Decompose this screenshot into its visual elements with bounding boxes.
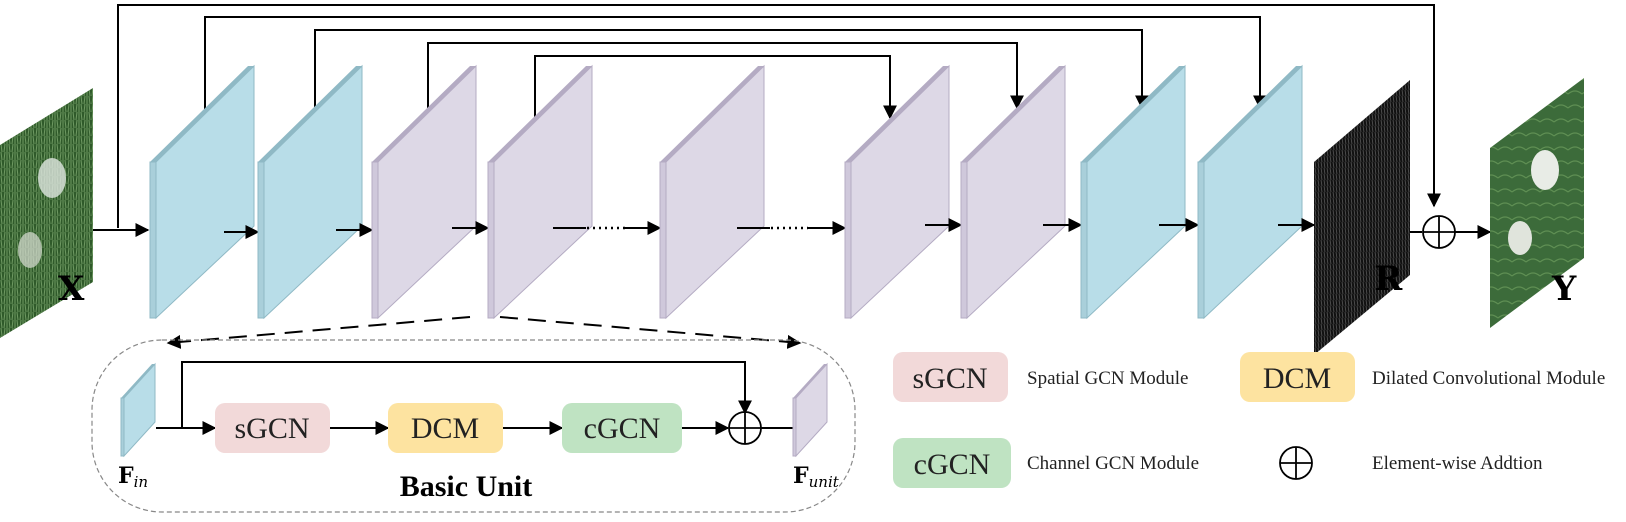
legend-dcm-box	[1240, 352, 1355, 402]
layer-2	[257, 64, 363, 320]
skip-level-2	[314, 29, 1149, 110]
unit-add-icon	[728, 411, 762, 445]
unit-input-label: Fin	[118, 463, 148, 491]
dcm-module-box	[388, 403, 503, 453]
output-image	[1490, 78, 1584, 328]
unit-output-layer	[792, 362, 828, 458]
cgcn-module-label: cGCN	[584, 412, 661, 445]
layer-9	[1197, 64, 1303, 320]
skip-level-1	[204, 16, 1267, 110]
legend-cgcn-box	[893, 438, 1011, 488]
legend-add-text: Element-wise Addtion	[1372, 453, 1543, 474]
legend: sGCN Spatial GCN Module DCM Dilated Conv…	[893, 352, 1605, 488]
layer-6	[844, 64, 950, 320]
layer-4	[487, 64, 593, 320]
layer-8	[1080, 64, 1186, 320]
skip-global	[117, 4, 1441, 228]
input-image	[0, 88, 93, 338]
legend-dcm-text: Dilated Convolutional Module	[1372, 368, 1605, 389]
sgcn-module-box	[215, 403, 330, 453]
unit-input-layer	[120, 362, 156, 458]
layer-7	[960, 64, 1066, 320]
skip-connections	[117, 4, 1441, 228]
cgcn-module-box	[562, 403, 682, 453]
layer-5	[659, 64, 765, 320]
element-wise-add-icon	[1422, 215, 1456, 249]
basic-unit-box	[91, 339, 856, 513]
legend-cgcn-text: Channel GCN Module	[1027, 453, 1199, 474]
output-label: Y	[1551, 269, 1577, 309]
unit-output-label: Funit	[793, 463, 840, 491]
dcm-module-label: DCM	[411, 412, 479, 445]
residual-image	[1314, 80, 1410, 355]
unit-skip-connection	[181, 361, 752, 428]
legend-sgcn-text: Spatial GCN Module	[1027, 368, 1189, 389]
zoom-lines	[166, 316, 802, 349]
residual-label: R	[1374, 259, 1403, 299]
basic-unit-title: Basic Unit	[400, 470, 533, 503]
legend-dcm-box-label: DCM	[1263, 362, 1331, 395]
input-label: X	[58, 269, 85, 309]
layer-1	[149, 64, 255, 320]
legend-sgcn-box-label: sGCN	[912, 362, 987, 395]
skip-level-3	[427, 42, 1024, 110]
legend-sgcn-box	[893, 352, 1008, 402]
legend-add-icon	[1279, 446, 1313, 480]
legend-cgcn-box-label: cGCN	[914, 448, 991, 481]
skip-level-4	[534, 55, 897, 120]
layer-3	[371, 64, 477, 320]
sgcn-module-label: sGCN	[234, 412, 309, 445]
